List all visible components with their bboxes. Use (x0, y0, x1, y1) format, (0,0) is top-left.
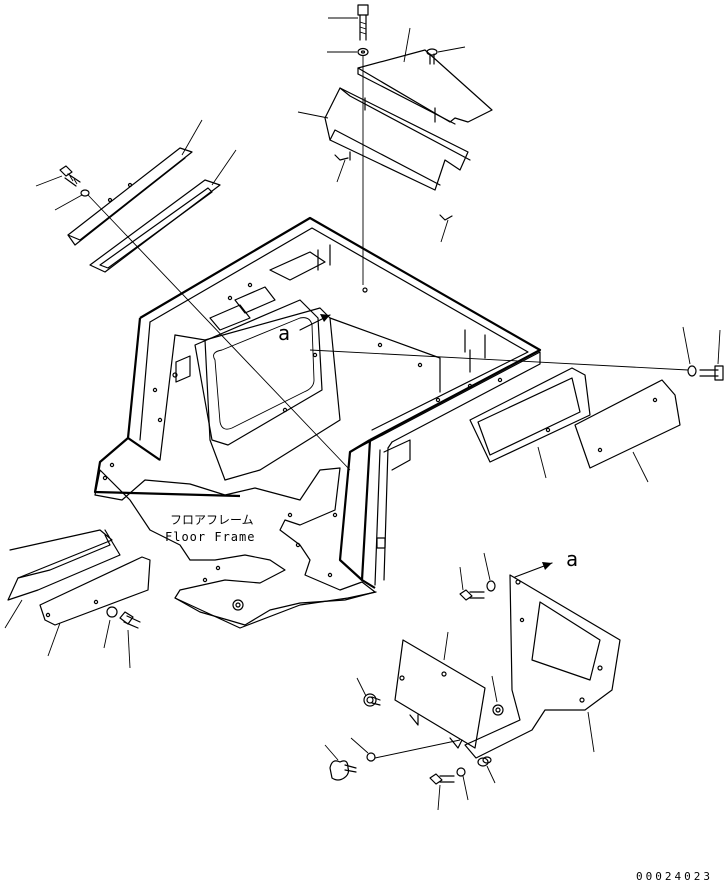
washer-icon (687, 365, 697, 377)
left-bottom-gasket (7, 529, 121, 601)
small-bolt-icon (426, 48, 438, 65)
washer-icon (366, 752, 376, 762)
lower-right-door-assembly (329, 562, 621, 785)
washer-icon (456, 767, 466, 777)
right-side-plates (309, 349, 724, 469)
view-target-marker (299, 314, 331, 331)
hex-bolt-icon (699, 365, 724, 381)
small-door-plate (394, 639, 486, 749)
right-side-cover (574, 379, 681, 469)
knob-icon (363, 693, 381, 707)
washer-icon (80, 189, 90, 197)
washer-icon (486, 580, 496, 592)
view-callout-label: a (566, 547, 578, 571)
knob-icon (329, 760, 357, 781)
leader-lines (4, 17, 721, 811)
top-cover-assembly (324, 4, 493, 285)
left-top-plates (59, 147, 351, 471)
washer-icon (357, 47, 369, 57)
hex-bolt-icon (59, 165, 81, 187)
left-top-cover-plate (67, 147, 193, 241)
view-target-label: a (278, 321, 290, 345)
door-bracket-panel (464, 574, 621, 759)
hex-bolt-icon (119, 611, 141, 629)
spring-washer-icon (477, 756, 492, 767)
hex-bolt-icon (459, 589, 485, 601)
main-frame (93, 216, 542, 589)
drawing-code: 00024023 (636, 870, 713, 883)
left-bottom-cover (39, 556, 151, 626)
left-bottom-plates (7, 529, 151, 629)
bolt-icon (357, 4, 369, 41)
large-top-cover (324, 87, 469, 191)
washer-icon (492, 704, 504, 716)
right-side-gasket (469, 367, 591, 463)
floor-frame-label-en: Floor Frame (165, 530, 255, 544)
floor-frame-label-jp: フロアフレーム (170, 513, 254, 527)
floor-frame (94, 462, 386, 629)
left-top-gasket (89, 179, 221, 273)
hex-bolt-icon (429, 773, 455, 785)
washer-icon (106, 606, 118, 618)
